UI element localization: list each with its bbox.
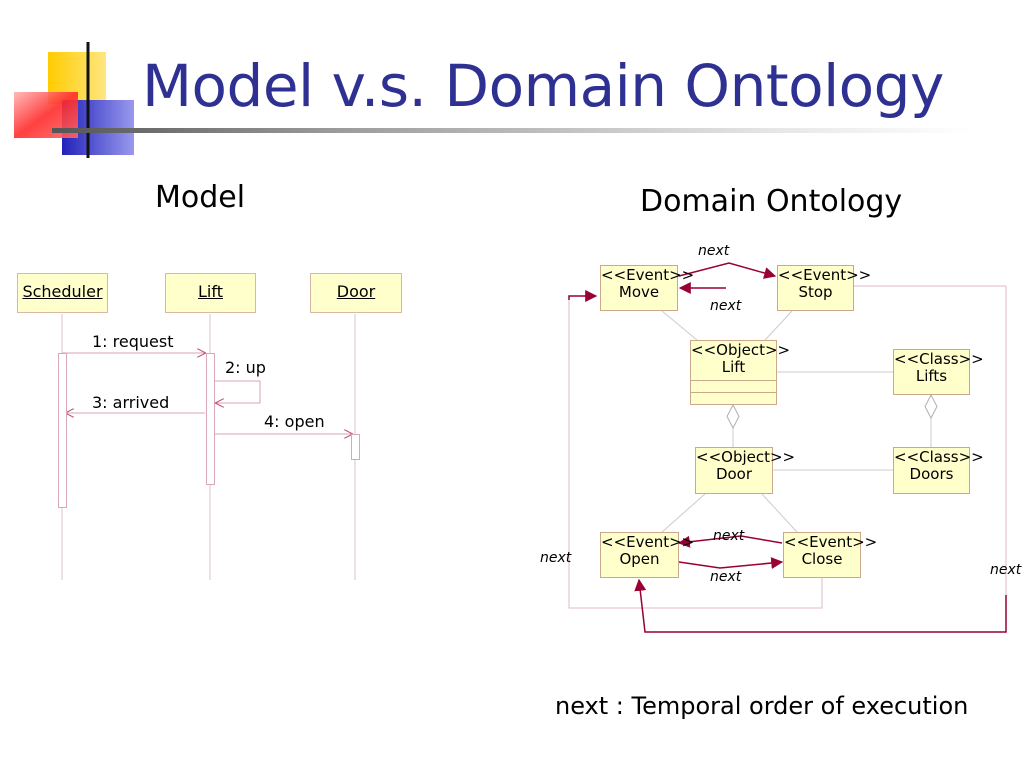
ontology-heading: Domain Ontology (640, 184, 903, 219)
message-up-label: 2: up (225, 358, 266, 377)
aggregation-diamond-lift (726, 403, 740, 430)
assoc-door-open (661, 493, 706, 533)
node-object-door-name: Door (715, 465, 753, 483)
node-event-stop-name: Stop (798, 283, 833, 301)
message-up-arrow (215, 380, 261, 403)
node-object-lift-name: Lift (721, 358, 746, 376)
node-event-move-name: Move (618, 283, 660, 301)
node-class-lifts-stereotype: <<Class>> (894, 350, 984, 368)
logo (14, 42, 140, 158)
assoc-move-lift (661, 310, 698, 341)
node-object-lift-attributes (691, 380, 776, 392)
node-object-lift-operations (691, 392, 776, 403)
node-event-close-stereotype: <<Event>> (784, 533, 878, 551)
next-arrow-move-stop (678, 262, 777, 279)
next-arrow-loop-to-open (634, 578, 1007, 633)
next-arrow-close-open (677, 535, 783, 548)
node-event-stop: <<Event>> Stop (777, 265, 872, 311)
node-class-lifts: <<Class>> Lifts (893, 349, 984, 395)
lifeline-scheduler: Scheduler (17, 273, 108, 313)
title-divider (52, 128, 972, 133)
aggregation-diamond-lifts (924, 393, 938, 420)
node-event-open: <<Event>> Open (600, 532, 695, 578)
node-class-lifts-name: Lifts (915, 367, 948, 385)
assoc-door-close (761, 493, 798, 533)
node-class-doors: <<Class>> Doors (893, 447, 984, 494)
edge-label-next-close-open: next (713, 528, 745, 544)
edge-label-next-left-loop: next (540, 550, 572, 566)
node-event-close-name: Close (801, 550, 843, 568)
node-object-lift: <<Object>> Lift (690, 340, 791, 405)
node-object-door-stereotype: <<Object>> (696, 448, 796, 466)
next-arrow-loop-to-move (568, 290, 598, 302)
node-class-doors-name: Doors (909, 465, 954, 483)
next-arrow-open-close (678, 557, 784, 570)
edge-label-next-open-close: next (710, 569, 742, 585)
message-open-label: 4: open (264, 412, 325, 431)
node-event-move-stereotype: <<Event>> (601, 266, 695, 284)
edge-label-next-move-stop: next (698, 243, 730, 259)
legend-text: next : Temporal order of execution (555, 692, 969, 720)
node-class-doors-stereotype: <<Class>> (894, 448, 984, 466)
model-heading: Model (155, 180, 246, 215)
node-object-door: <<Object>> Door (695, 447, 796, 494)
activation-scheduler (58, 353, 67, 508)
activation-door (351, 434, 360, 460)
assoc-stop-lift (764, 310, 793, 341)
activation-lift (206, 353, 215, 485)
node-object-lift-stereotype: <<Object>> (691, 341, 791, 359)
slide-title: Model v.s. Domain Ontology (142, 52, 944, 120)
message-arrived-label: 3: arrived (92, 393, 170, 412)
lifeline-door: Door (310, 273, 402, 313)
edge-label-next-right-loop: next (990, 562, 1022, 578)
message-request-label: 1: request (92, 332, 174, 351)
node-event-close: <<Event>> Close (783, 532, 878, 578)
lifeline-lift: Lift (165, 273, 256, 313)
edge-label-next-stop-move: next (710, 298, 742, 314)
loop-stop-right (854, 285, 1007, 595)
loop-close-left (568, 296, 823, 609)
node-event-stop-stereotype: <<Event>> (778, 266, 872, 284)
node-event-move: <<Event>> Move (600, 265, 695, 311)
node-event-open-name: Open (619, 550, 660, 568)
node-event-open-stereotype: <<Event>> (601, 533, 695, 551)
